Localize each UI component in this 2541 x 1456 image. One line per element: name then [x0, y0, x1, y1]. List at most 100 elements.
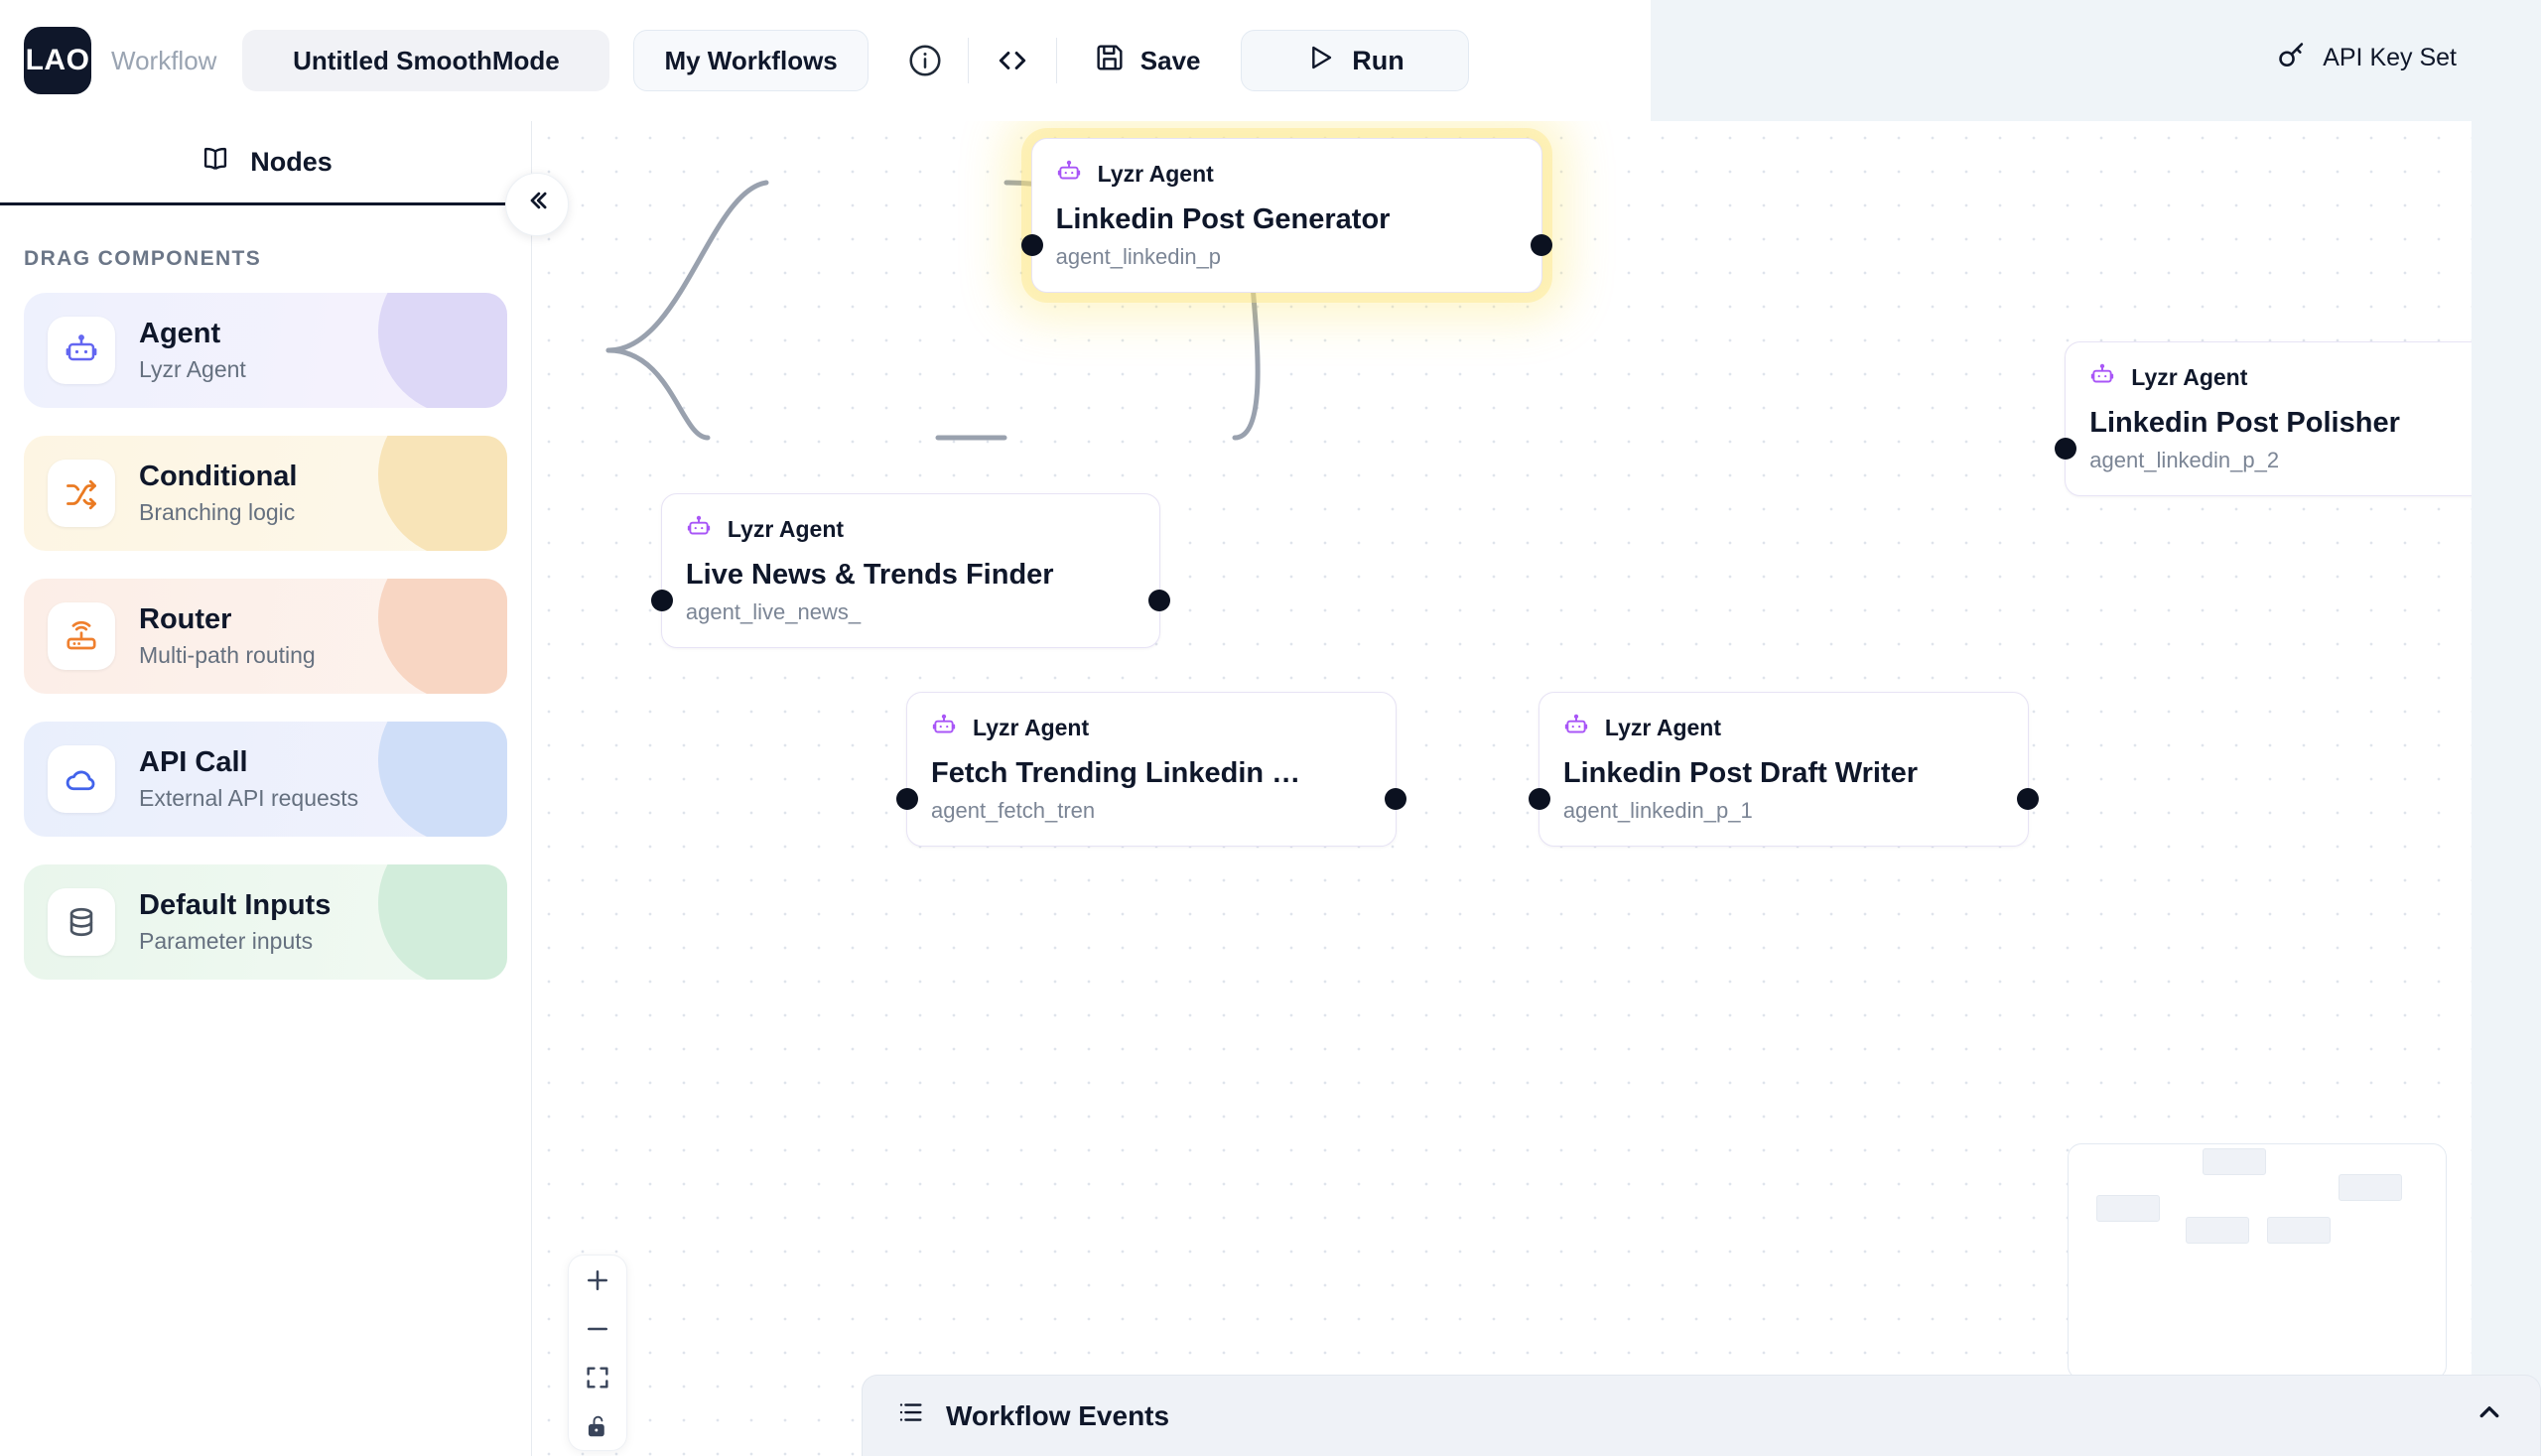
run-label: Run	[1352, 45, 1404, 75]
robot-icon	[1563, 713, 1589, 743]
drag-components-label: DRAG COMPONENTS	[24, 247, 262, 270]
save-label: Save	[1139, 45, 1201, 75]
workflow-events-panel[interactable]: Workflow Events	[862, 1375, 2541, 1456]
node-output-port[interactable]	[1385, 788, 1407, 811]
code-brackets-icon[interactable]	[991, 39, 1034, 82]
card-decoration	[378, 864, 507, 980]
component-subtitle: Lyzr Agent	[139, 355, 246, 382]
divider	[1055, 38, 1057, 83]
component-title: Conditional	[139, 461, 298, 493]
api-key-label: API Key Set	[2323, 44, 2457, 71]
product-label: Workflow	[111, 45, 217, 75]
component-title: Agent	[139, 318, 221, 350]
card-decoration	[378, 722, 507, 837]
component-title: API Call	[139, 746, 248, 779]
zoom-controls	[568, 1255, 627, 1451]
node-kind-label: Lyzr Agent	[2131, 363, 2248, 390]
zoom-in-button[interactable]	[569, 1256, 626, 1304]
node-kind-label: Lyzr Agent	[1097, 161, 1214, 188]
node-input-port[interactable]	[2055, 437, 2077, 460]
node-title: Linkedin Post Polisher	[2089, 406, 2400, 439]
card-decoration	[378, 436, 507, 551]
chevron-double-left-icon	[522, 186, 552, 223]
node-output-port[interactable]	[1531, 234, 1553, 257]
lock-toggle-button[interactable]	[569, 1401, 626, 1450]
cloud-icon	[48, 745, 115, 813]
robot-icon	[48, 317, 115, 384]
api-key-status[interactable]: API Key Set	[2275, 38, 2457, 78]
workflow-events-label: Workflow Events	[946, 1399, 1170, 1431]
my-workflows-button[interactable]: My Workflows	[633, 30, 869, 91]
save-button[interactable]: Save	[1079, 33, 1215, 88]
database-icon	[48, 888, 115, 956]
edge-livenews-to-generator	[605, 180, 769, 353]
robot-icon	[1056, 159, 1082, 190]
workflow-events-title: Workflow Events	[896, 1397, 1169, 1434]
node-title: Linkedin Post Generator	[1055, 203, 1391, 236]
node-input-port[interactable]	[650, 589, 673, 611]
info-circle-icon[interactable]	[904, 40, 946, 81]
sidebar-collapse-button[interactable]	[505, 173, 569, 236]
router-icon	[48, 602, 115, 670]
node-id: agent_linkedin_p_1	[1562, 798, 1753, 824]
app-logo: LAO	[24, 27, 91, 94]
node-kind-label: Lyzr Agent	[1604, 715, 1722, 741]
workflow-events-toggle[interactable]	[2473, 1395, 2506, 1436]
run-button[interactable]: Run	[1240, 30, 1469, 91]
component-subtitle: Branching logic	[139, 498, 296, 525]
app-header: LAO Workflow Untitled SmoothMode My Work…	[0, 0, 1651, 121]
node-output-port[interactable]	[2017, 788, 2040, 811]
node-id: agent_fetch_tren	[931, 798, 1096, 824]
component-title: Default Inputs	[139, 889, 332, 922]
list-icon	[896, 1397, 926, 1434]
edge-draftwriter-to-polisher	[1232, 269, 1261, 441]
minimap-node	[2339, 1174, 2402, 1201]
edge-livenews-to-fetch	[605, 347, 711, 441]
node-input-port[interactable]	[1020, 234, 1043, 257]
workflow-title-input[interactable]: Untitled SmoothMode	[242, 30, 610, 91]
node-title: Linkedin Post Draft Writer	[1562, 757, 1919, 790]
node-kind-label: Lyzr Agent	[727, 515, 845, 542]
node-input-port[interactable]	[896, 788, 918, 811]
play-triangle-icon	[1304, 42, 1336, 80]
minimap[interactable]	[2068, 1143, 2447, 1380]
robot-icon	[931, 713, 957, 743]
card-decoration	[378, 293, 507, 408]
robot-icon	[2089, 362, 2115, 393]
robot-icon	[686, 514, 712, 545]
component-subtitle: External API requests	[139, 784, 359, 811]
minimap-node	[2203, 1148, 2266, 1175]
component-title: Router	[139, 603, 232, 636]
node-id: agent_linkedin_p_2	[2089, 447, 2280, 472]
tab-nodes[interactable]: Nodes	[0, 121, 531, 205]
card-decoration	[378, 579, 507, 694]
node-title: Fetch Trending Linkedin …	[931, 757, 1301, 790]
fit-view-button[interactable]	[569, 1353, 626, 1401]
zoom-out-button[interactable]	[569, 1304, 626, 1353]
minimap-node	[2186, 1217, 2249, 1244]
floppy-disk-icon	[1093, 41, 1127, 81]
component-subtitle: Multi-path routing	[139, 641, 316, 668]
node-id: agent_live_news_	[685, 598, 862, 624]
node-output-port[interactable]	[1147, 589, 1170, 611]
node-input-port[interactable]	[1528, 788, 1550, 811]
shuffle-icon	[48, 460, 115, 527]
divider	[967, 38, 969, 83]
minimap-node	[2096, 1195, 2160, 1222]
key-icon	[2275, 38, 2309, 78]
node-kind-label: Lyzr Agent	[973, 715, 1090, 741]
book-open-icon	[199, 142, 232, 183]
